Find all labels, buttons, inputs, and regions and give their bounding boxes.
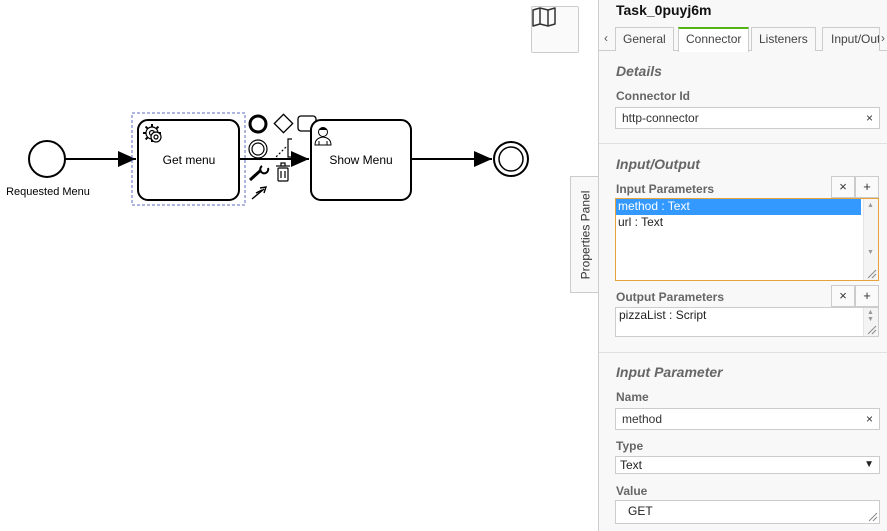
connector-id-clear-icon[interactable]: × [865, 111, 873, 125]
user-icon [314, 127, 332, 146]
intermediate-event-icon[interactable] [248, 139, 268, 159]
output-params-list[interactable]: pizzaList : Script ▲ ▼ [615, 307, 879, 337]
param-name-label: Name [616, 390, 649, 404]
remove-output-param-button[interactable]: × [831, 285, 855, 307]
gateway-icon[interactable] [273, 113, 294, 134]
connect-icon[interactable] [251, 186, 268, 200]
param-name-input[interactable]: method × [615, 408, 880, 430]
param-value-label: Value [616, 484, 648, 498]
scroll-up-icon[interactable]: ▲ [867, 309, 874, 316]
map-icon [532, 7, 556, 27]
tab-scroll-left-icon[interactable]: ‹ [604, 31, 608, 45]
connector-id-label: Connector Id [616, 89, 690, 103]
remove-input-param-button[interactable]: × [831, 176, 855, 198]
properties-panel-toggle[interactable]: Properties Panel [570, 176, 599, 293]
panel-tabs: ‹ General Connector Listeners Input/Out … [599, 27, 887, 52]
output-params-scrollbar[interactable]: ▲ ▼ [863, 308, 878, 336]
scroll-down-icon[interactable]: ▼ [867, 249, 874, 256]
input-params-list[interactable]: method : Text url : Text ▲ ▼ [615, 198, 879, 281]
param-type-select[interactable]: Text ▼ [615, 456, 880, 474]
end-event-icon[interactable] [248, 114, 268, 134]
param-value-textarea[interactable]: GET [615, 500, 880, 524]
scroll-down-icon[interactable]: ▼ [867, 316, 874, 323]
io-section-title: Input/Output [616, 156, 700, 172]
connector-id-input[interactable]: http-connector × [615, 107, 880, 129]
param-name-value: method [622, 412, 663, 426]
wrench-icon[interactable] [248, 165, 270, 182]
selection-outline [131, 112, 246, 206]
minimap-toggle-button[interactable] [531, 6, 579, 53]
panel-title: Task_0puyj6m [616, 2, 712, 18]
bpmn-canvas[interactable]: Requested Menu Get menu [0, 0, 599, 531]
start-event-label: Requested Menu [6, 186, 90, 198]
bpmn-diagram[interactable]: Requested Menu Get menu [0, 0, 598, 531]
service-task-label: Get menu [163, 153, 216, 167]
end-event[interactable] [493, 141, 529, 177]
tab-general[interactable]: General [615, 27, 674, 51]
section-divider [599, 352, 887, 353]
input-parameter-section-title: Input Parameter [616, 364, 723, 380]
input-params-scrollbar[interactable]: ▲ ▼ [863, 199, 878, 280]
scroll-up-icon[interactable]: ▲ [867, 202, 874, 209]
add-input-param-button[interactable]: + [855, 176, 879, 198]
input-params-label: Input Parameters [616, 182, 715, 196]
section-divider [599, 143, 887, 144]
output-params-label: Output Parameters [616, 290, 725, 304]
input-param-option[interactable]: url : Text [618, 215, 664, 229]
chevron-down-icon: ▼ [864, 459, 874, 470]
trash-icon[interactable] [276, 162, 290, 182]
user-task-show-menu[interactable] [310, 119, 412, 201]
connector-id-value: http-connector [622, 111, 699, 125]
add-output-param-button[interactable]: + [855, 285, 879, 307]
tab-input-output[interactable]: Input/Out [822, 27, 880, 51]
param-type-label: Type [616, 439, 644, 453]
resize-grip-icon[interactable] [868, 512, 878, 522]
resize-grip-icon[interactable] [867, 325, 877, 335]
resize-grip-icon[interactable] [867, 269, 877, 279]
user-task-label: Show Menu [329, 153, 392, 167]
start-event[interactable] [28, 140, 66, 178]
output-param-option[interactable]: pizzaList : Script [619, 308, 707, 322]
service-task-get-menu[interactable] [137, 119, 240, 201]
service-gear-icon [143, 124, 162, 143]
tab-connector[interactable]: Connector [678, 27, 750, 52]
properties-panel-toggle-label: Properties Panel [578, 190, 592, 279]
param-name-clear-icon[interactable]: × [865, 412, 873, 426]
input-param-option[interactable]: method : Text [616, 199, 861, 215]
param-value-text: GET [628, 504, 653, 518]
properties-panel: Task_0puyj6m ‹ General Connector Listene… [598, 0, 887, 531]
param-type-value: Text [620, 458, 643, 472]
details-section-title: Details [616, 63, 662, 79]
tab-listeners[interactable]: Listeners [751, 27, 816, 51]
text-annotation-icon[interactable] [271, 138, 292, 162]
tab-scroll-right-icon[interactable]: › [881, 31, 885, 45]
